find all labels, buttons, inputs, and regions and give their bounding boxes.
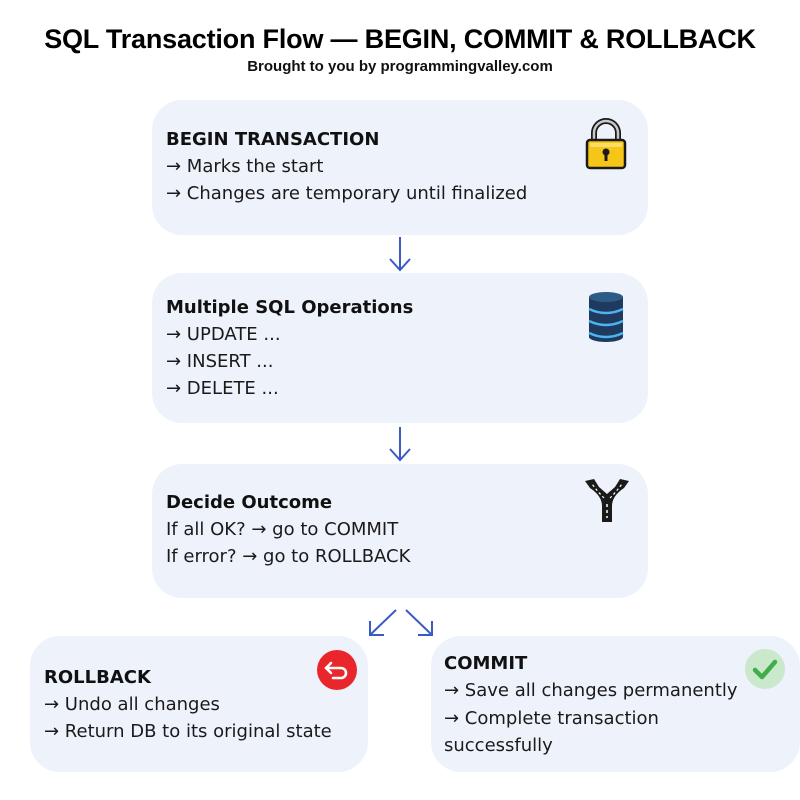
commit-line-1: → Save all changes permanently xyxy=(444,680,738,701)
begin-transaction-box: BEGIN TRANSACTION → Marks the start → Ch… xyxy=(152,100,648,235)
page-subtitle: Brought to you by programmingvalley.com xyxy=(247,58,553,75)
database-icon xyxy=(588,292,624,342)
decide-outcome-title: Decide Outcome xyxy=(166,492,333,513)
decide-line-1: If all OK? → go to COMMIT xyxy=(166,519,399,540)
rollback-line-2: → Return DB to its original state xyxy=(44,721,332,742)
decide-line-2: If error? → go to ROLLBACK xyxy=(166,546,411,567)
arrow-down-1 xyxy=(389,237,411,272)
begin-transaction-title: BEGIN TRANSACTION xyxy=(166,129,380,150)
commit-line-2: → Complete transaction xyxy=(444,708,659,729)
rollback-title: ROLLBACK xyxy=(44,667,151,688)
operations-line-2: → INSERT ... xyxy=(166,351,274,372)
rollback-line-1: → Undo all changes xyxy=(44,694,220,715)
begin-line-1: → Marks the start xyxy=(166,156,324,177)
commit-line-3: successfully xyxy=(444,735,553,756)
arrow-down-2 xyxy=(389,427,411,462)
sql-operations-title: Multiple SQL Operations xyxy=(166,297,414,318)
padlock-icon xyxy=(585,118,627,170)
begin-line-2: → Changes are temporary until finalized xyxy=(166,183,528,204)
page-title: SQL Transaction Flow — BEGIN, COMMIT & R… xyxy=(44,24,756,54)
arrow-to-rollback xyxy=(369,609,397,636)
operations-line-3: → DELETE ... xyxy=(166,378,279,399)
commit-box: COMMIT → Save all changes permanently → … xyxy=(431,636,800,772)
checkmark-icon xyxy=(745,649,785,689)
arrow-to-commit xyxy=(405,609,433,636)
decide-outcome-box: Decide Outcome If all OK? → go to COMMIT… xyxy=(152,464,648,598)
operations-line-1: → UPDATE ... xyxy=(166,324,281,345)
road-fork-icon xyxy=(585,479,629,522)
sql-operations-box: Multiple SQL Operations → UPDATE ... → I… xyxy=(152,273,648,423)
rollback-box: ROLLBACK → Undo all changes → Return DB … xyxy=(30,636,368,772)
commit-title: COMMIT xyxy=(444,653,528,674)
undo-icon xyxy=(317,650,357,690)
